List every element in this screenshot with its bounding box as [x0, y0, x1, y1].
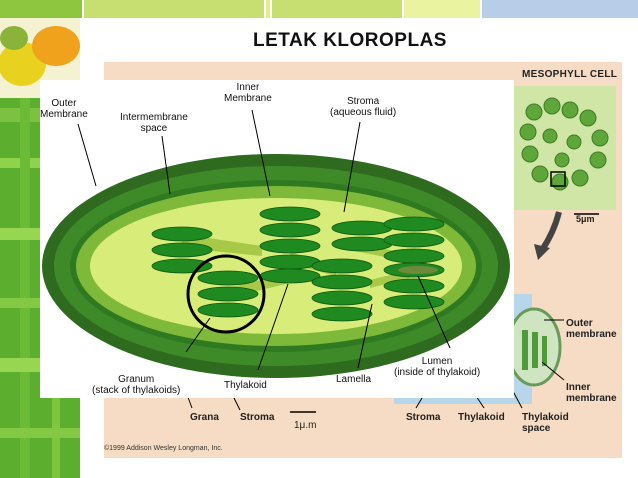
chloroplast-diagram: Outer Membrane Intermembrane space Inner… — [40, 80, 514, 398]
lumen-label: Lumen (inside of thylakoid) — [394, 356, 481, 378]
thylakoid-space-book-label: Thylakoid space — [522, 412, 569, 434]
scale-label-top: 5μm — [576, 214, 595, 224]
leader-lines — [77, 109, 451, 371]
granum-highlight-circle — [186, 254, 266, 334]
top-banner — [0, 0, 638, 18]
slide-title: LETAK KLOROPLAS — [253, 30, 447, 51]
inner-membrane-book-label: Inner membrane — [566, 382, 617, 404]
outer-membrane-book-label: Outer membrane — [566, 318, 617, 340]
thylakoid-stacks — [151, 206, 445, 322]
thylakoid-label: Thylakoid — [224, 380, 267, 391]
grana-book-label: Grana — [190, 412, 219, 423]
scale-label-bottom: 1μ.m — [294, 420, 317, 431]
lamella-label: Lamella — [336, 374, 372, 385]
stroma-label: Stroma (aqueous fluid) — [330, 96, 397, 118]
inner-membrane-label: Inner Membrane — [224, 82, 272, 104]
outer-membrane-label: Outer Membrane — [40, 98, 88, 120]
stroma-book-label: Stroma — [240, 412, 275, 423]
chloroplast-illustration — [42, 109, 510, 378]
thylakoid-book-label: Thylakoid — [458, 412, 505, 423]
lumen-shape — [398, 266, 438, 274]
copyright-text: ©1999 Addison Wesley Longman, Inc. — [104, 445, 223, 452]
stroma-book-label-2: Stroma — [406, 412, 441, 423]
intermembrane-space-label: Intermembrane space — [120, 112, 188, 134]
mesophyll-cell-label: MESOPHYLL CELL — [522, 69, 618, 80]
granum-label: Granum (stack of thylakoids) — [92, 374, 181, 396]
